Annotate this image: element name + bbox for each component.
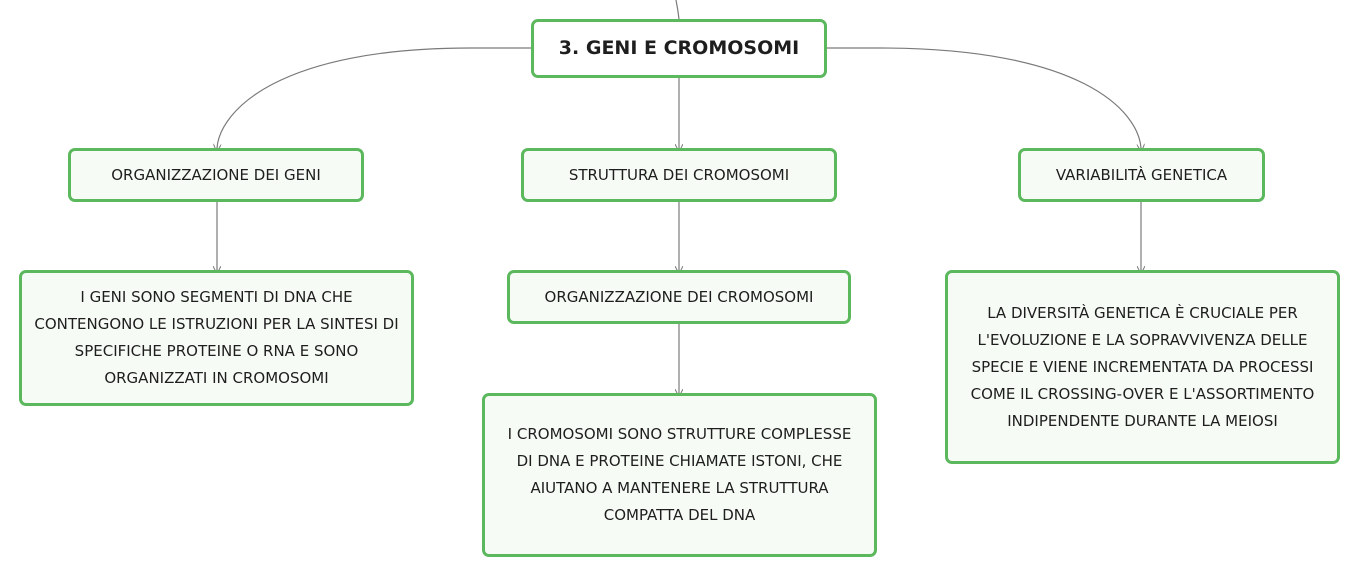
- detail-node-label: LA DIVERSITÀ GENETICA È CRUCIALE PER L'E…: [970, 303, 1315, 430]
- root-node-label: 3. GENI E CROMOSOMI: [558, 37, 800, 59]
- connector-root-to-branch-genes: [217, 47, 531, 148]
- detail-node-geni[interactable]: I GENI SONO SEGMENTI DI DNA CHE CONTENGO…: [19, 270, 414, 406]
- branch-node-label: ORGANIZZAZIONE DEI GENI: [111, 165, 321, 184]
- connector-incoming-root: [675, 0, 680, 20]
- detail-node-variabilita[interactable]: LA DIVERSITÀ GENETICA È CRUCIALE PER L'E…: [945, 270, 1340, 464]
- sub-node-label: ORGANIZZAZIONE DEI CROMOSOMI: [544, 287, 814, 306]
- connector-root-to-branch-variability: [827, 47, 1141, 148]
- root-node[interactable]: 3. GENI E CROMOSOMI: [531, 19, 827, 78]
- sub-node-organizzazione-cromosomi[interactable]: ORGANIZZAZIONE DEI CROMOSOMI: [507, 270, 851, 324]
- branch-node-label: STRUTTURA DEI CROMOSOMI: [568, 165, 790, 184]
- branch-node-variabilita-genetica[interactable]: VARIABILITÀ GENETICA: [1018, 148, 1265, 202]
- branch-node-struttura-cromosomi[interactable]: STRUTTURA DEI CROMOSOMI: [521, 148, 837, 202]
- detail-node-cromosomi[interactable]: I CROMOSOMI SONO STRUTTURE COMPLESSE DI …: [482, 393, 877, 557]
- branch-node-label: VARIABILITÀ GENETICA: [1055, 165, 1228, 184]
- branch-node-organizzazione-geni[interactable]: ORGANIZZAZIONE DEI GENI: [68, 148, 364, 202]
- detail-node-label: I CROMOSOMI SONO STRUTTURE COMPLESSE DI …: [507, 425, 852, 524]
- detail-node-label: I GENI SONO SEGMENTI DI DNA CHE CONTENGO…: [34, 288, 399, 387]
